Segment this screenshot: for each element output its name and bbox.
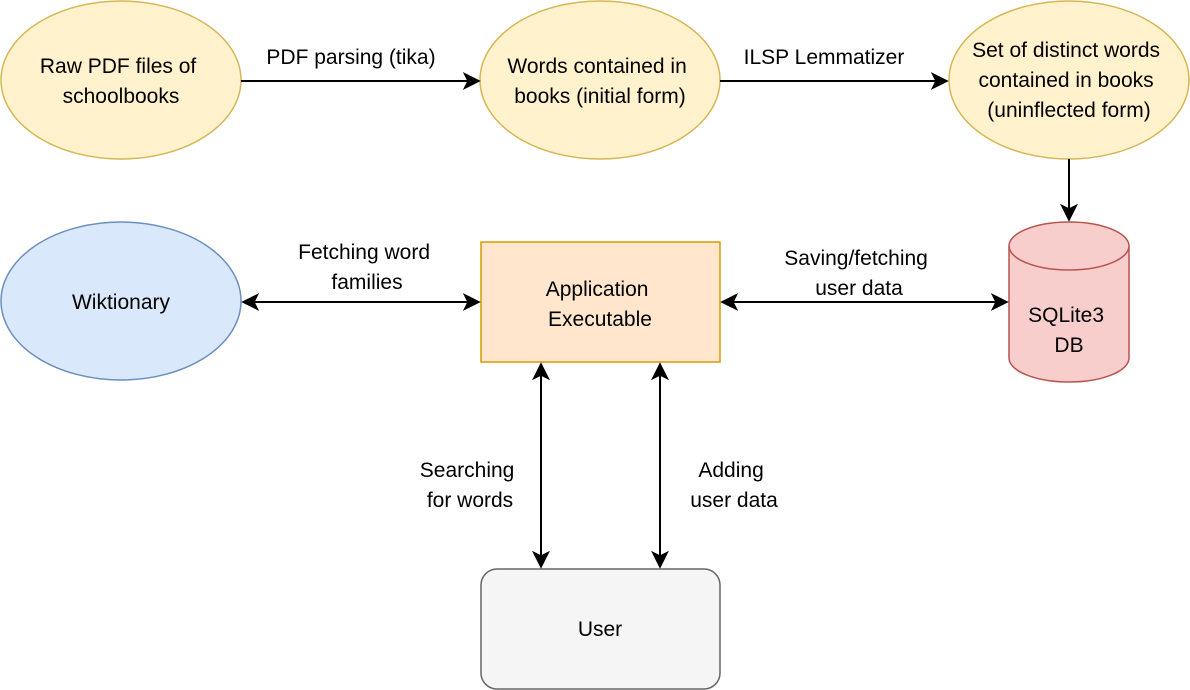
application-executable-label-line1: Application [546, 278, 649, 301]
edge-searching-label-line2: for words [427, 489, 513, 512]
sqlite-db-cylinder-body [1008, 221, 1130, 383]
svg-text:Fetching word families: Fetching word families [298, 241, 436, 294]
wiktionary-shape [0, 221, 242, 381]
node-wiktionary: Wiktionary [0, 221, 242, 381]
words-initial-shape [479, 0, 721, 160]
edge-saving-fetching-label-line2: user data [815, 277, 903, 300]
edge-adding-label-line2: user data [690, 489, 778, 512]
edge-adding: Adding user data [651, 362, 778, 569]
node-user: User [480, 568, 721, 690]
edge-pdf-parsing: PDF parsing (tika) [241, 46, 481, 90]
edge-saving-fetching-label-line1: Saving/fetching [784, 247, 928, 270]
svg-text:Words contained in books: Words contained in books (initial form) [507, 55, 692, 108]
edge-saving-fetching: Saving/fetching user data [720, 247, 1009, 311]
svg-text:Application Executable: Application Executable [546, 278, 655, 331]
words-initial-label-line1: Words contained in [507, 55, 686, 78]
application-executable-label-line2: Executable [548, 308, 652, 331]
user-shape [480, 568, 721, 690]
edge-pdf-parsing-label: PDF parsing (tika) [266, 46, 435, 69]
user-label: User [578, 618, 622, 641]
edge-fetching-families-label-line1: Fetching word [298, 241, 430, 264]
node-words-initial: Words contained in books (initial form) [479, 0, 721, 160]
edge-fetching-families-label-line2: families [331, 271, 402, 294]
edge-adding-label-line1: Adding [698, 459, 763, 482]
svg-text:Searching for words: Searching for words [420, 459, 520, 512]
distinct-words-label-line1: Set of distinct words [972, 39, 1160, 62]
edge-searching-label-line1: Searching [420, 459, 515, 482]
node-raw-pdf: Raw PDF files of schoolbooks [0, 0, 242, 160]
raw-pdf-label-line1: Raw PDF files of [40, 55, 197, 78]
raw-pdf-shape [0, 0, 242, 160]
words-initial-label-line2: books (initial form) [514, 85, 686, 108]
node-distinct-words: Set of distinct words contained in books… [948, 0, 1190, 160]
edge-searching: Searching for words [420, 362, 550, 569]
node-sqlite-db: SQLite3 DB [1008, 221, 1130, 383]
node-application-executable: Application Executable [480, 241, 721, 363]
svg-text:SQLite3 DB: SQLite3 DB [1028, 304, 1110, 357]
svg-text:Adding user data: Adding user data [690, 459, 778, 512]
svg-text:Set of distinct words co: Set of distinct words contained in books… [972, 39, 1166, 122]
edge-fetching-families: Fetching word families [241, 241, 481, 311]
edge-lemmatizer: ILSP Lemmatizer [720, 46, 949, 90]
sqlite-db-cylinder-rim [1008, 245, 1130, 271]
wiktionary-label: Wiktionary [72, 291, 171, 314]
distinct-words-label-line3: (uninflected form) [987, 99, 1150, 122]
application-executable-shape [480, 241, 721, 363]
sqlite-db-label-line2: DB [1054, 334, 1083, 357]
svg-text:Raw PDF files of schoolb: Raw PDF files of schoolbooks [40, 55, 202, 108]
raw-pdf-label-line2: schoolbooks [63, 85, 180, 108]
edge-lemmatizer-label: ILSP Lemmatizer [744, 46, 905, 69]
sqlite-db-label-line1: SQLite3 [1028, 304, 1104, 327]
svg-text:Saving/fetching user dat: Saving/fetching user data [784, 247, 933, 300]
distinct-words-label-line2: contained in books [979, 69, 1154, 92]
